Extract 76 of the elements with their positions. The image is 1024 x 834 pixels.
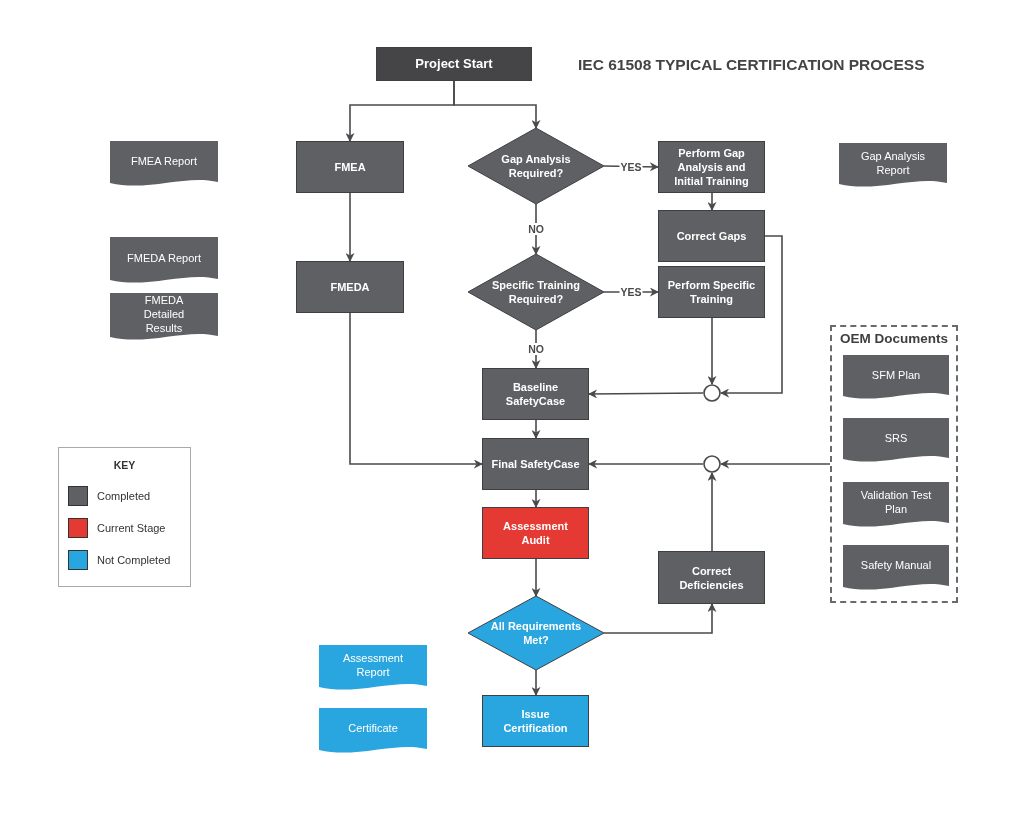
arrow xyxy=(531,489,541,508)
arrow xyxy=(531,419,541,439)
process-box xyxy=(658,210,765,262)
process-box xyxy=(658,266,765,318)
arrow xyxy=(349,312,483,469)
legend-label: Not Completed xyxy=(97,554,171,566)
process-box xyxy=(658,551,765,604)
node-label: Correct Gaps xyxy=(675,229,748,243)
node-label: FMEDA Report xyxy=(126,250,202,265)
document-shape xyxy=(839,143,947,189)
node-label: Baseline SafetyCase xyxy=(504,380,567,408)
arrow xyxy=(707,192,717,211)
junction-circle xyxy=(703,455,721,473)
node-label: FMEDA Detailed Results xyxy=(142,293,186,335)
legend-label: Current Stage xyxy=(97,522,166,534)
diagram-title: IEC 61508 TYPICAL CERTIFICATION PROCESS xyxy=(578,56,925,74)
node-label: FMEA xyxy=(333,160,367,174)
node-label: Assessment Audit xyxy=(502,519,569,547)
junction-circle xyxy=(703,384,721,402)
document-shape xyxy=(319,708,427,755)
node-label: Specific Training Required? xyxy=(491,278,581,306)
process-box xyxy=(658,141,765,193)
node-label: Gap Analysis Report xyxy=(859,148,927,177)
arrow xyxy=(588,459,704,469)
node-label: Validation Test Plan xyxy=(859,488,933,516)
decision-diamond xyxy=(468,596,604,670)
process-box xyxy=(482,507,589,559)
process-box xyxy=(482,368,589,420)
node-label: Correct Deficiencies xyxy=(678,563,745,592)
dashed-group-box xyxy=(830,325,958,603)
legend-label: Completed xyxy=(97,490,151,502)
process-box xyxy=(296,141,404,193)
node-label: Perform Specific Training xyxy=(666,278,757,306)
node-label: Assessment Report xyxy=(342,651,404,679)
process-box xyxy=(376,47,532,81)
node-label: Safety Manual xyxy=(859,558,933,572)
node-label: FMEA Report xyxy=(130,154,198,168)
arrow xyxy=(720,459,831,469)
arrow xyxy=(345,192,355,262)
node-label: FMEDA xyxy=(329,280,371,294)
decision-diamond xyxy=(468,254,604,330)
arrow xyxy=(707,317,717,385)
arrow xyxy=(588,389,704,399)
edge-label: YES xyxy=(619,160,643,173)
document-shape xyxy=(110,141,218,188)
process-box xyxy=(482,695,589,747)
arrow xyxy=(707,472,717,552)
node-label: Gap Analysis Required? xyxy=(500,152,572,180)
document-shape xyxy=(110,237,218,285)
node-label: Certificate xyxy=(347,721,399,735)
arrow xyxy=(531,669,541,696)
edge-label: NO xyxy=(527,223,545,235)
process-box xyxy=(296,261,404,313)
node-label: Final SafetyCase xyxy=(490,457,581,471)
arrow xyxy=(603,603,717,634)
node-label: Project Start xyxy=(414,57,494,71)
node-label: Issue Certification xyxy=(502,707,569,735)
node-label: SRS xyxy=(883,430,909,445)
document-shape xyxy=(843,355,949,401)
document-shape xyxy=(843,545,949,592)
edge-label: NO xyxy=(527,343,545,355)
node-label: SFM Plan xyxy=(870,367,922,382)
arrow xyxy=(453,80,541,129)
group-heading: OEM Documents xyxy=(839,332,949,346)
node-label: Perform Gap Analysis and Initial Training xyxy=(673,146,750,188)
document-shape xyxy=(843,482,949,529)
process-box xyxy=(482,438,589,490)
document-shape xyxy=(319,645,427,692)
node-label: All Requirements Met? xyxy=(489,619,583,647)
document-shape xyxy=(843,418,949,464)
document-shape xyxy=(110,293,218,342)
arrow xyxy=(531,558,541,597)
edge-label: YES xyxy=(619,286,643,298)
decision-diamond xyxy=(468,128,604,204)
key-heading: KEY xyxy=(112,459,137,473)
arrow xyxy=(720,235,783,398)
